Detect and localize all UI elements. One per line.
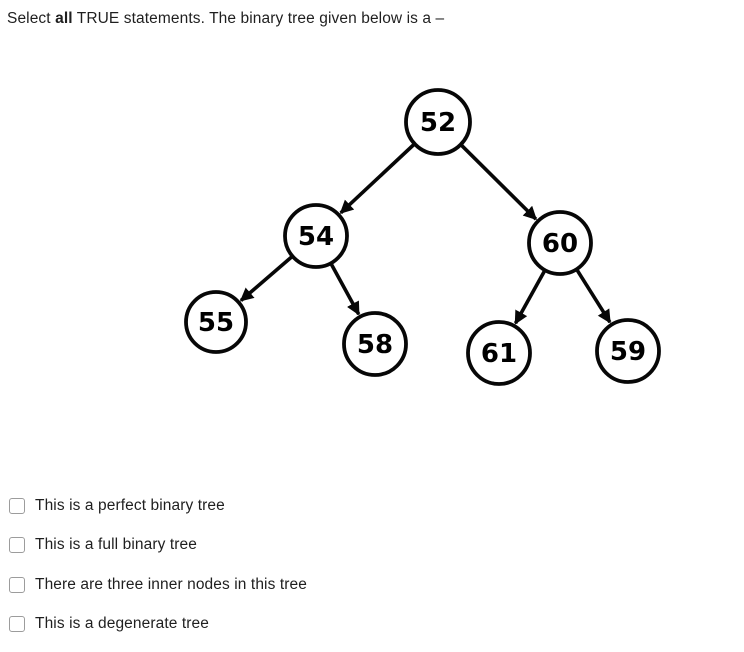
tree-node-circle (342, 311, 408, 377)
option-row-perfect-binary-tree[interactable]: This is a perfect binary tree (9, 492, 225, 520)
tree-edge-52-60 (460, 143, 538, 221)
tree-node-label: 55 (198, 308, 234, 338)
checkbox-perfect-binary-tree[interactable] (9, 498, 25, 514)
tree-node-label: 52 (420, 108, 456, 138)
tree-edge-54-58 (329, 263, 361, 316)
binary-tree-diagram: 52 54 60 55 58 61 59 (184, 88, 661, 386)
option-row-three-inner-nodes[interactable]: There are three inner nodes in this tree (9, 571, 307, 599)
checkbox-full-binary-tree[interactable] (9, 537, 25, 553)
tree-node-circle (466, 320, 532, 386)
question-title: Select all TRUE statements. The binary t… (7, 8, 444, 29)
tree-node-circle (283, 203, 349, 269)
tree-node-58: 58 (342, 311, 408, 377)
tree-node-label: 59 (610, 337, 646, 367)
tree-node-60: 60 (527, 210, 593, 276)
option-row-degenerate-tree[interactable]: This is a degenerate tree (9, 610, 209, 638)
question-title-rest: TRUE statements. The binary tree given b… (72, 10, 445, 27)
tree-edge-60-61 (513, 270, 547, 325)
option-label: This is a full binary tree (35, 536, 197, 553)
tree-node-circle (184, 290, 248, 354)
tree-node-label: 61 (481, 339, 517, 369)
tree-node-55: 55 (184, 290, 248, 354)
tree-node-circle (404, 88, 472, 156)
option-label: There are three inner nodes in this tree (35, 576, 307, 593)
option-row-full-binary-tree[interactable]: This is a full binary tree (9, 531, 197, 559)
checkbox-degenerate-tree[interactable] (9, 616, 25, 632)
question-title-bold-word: all (55, 10, 73, 27)
tree-node-label: 60 (542, 229, 578, 259)
tree-node-circle (527, 210, 593, 276)
tree-edge-60-59 (575, 269, 612, 324)
checkbox-three-inner-nodes[interactable] (9, 577, 25, 593)
tree-node-52: 52 (404, 88, 472, 156)
tree-node-label: 54 (298, 222, 334, 252)
tree-node-59: 59 (595, 318, 661, 384)
question-title-text: Select (7, 10, 56, 27)
tree-edge-52-54 (339, 143, 416, 215)
option-label: This is a degenerate tree (35, 615, 209, 632)
tree-node-61: 61 (466, 320, 532, 386)
tree-node-circle (595, 318, 661, 384)
tree-edge-54-55 (239, 255, 293, 302)
tree-node-label: 58 (357, 330, 393, 360)
option-label: This is a perfect binary tree (35, 497, 225, 514)
tree-node-54: 54 (283, 203, 349, 269)
